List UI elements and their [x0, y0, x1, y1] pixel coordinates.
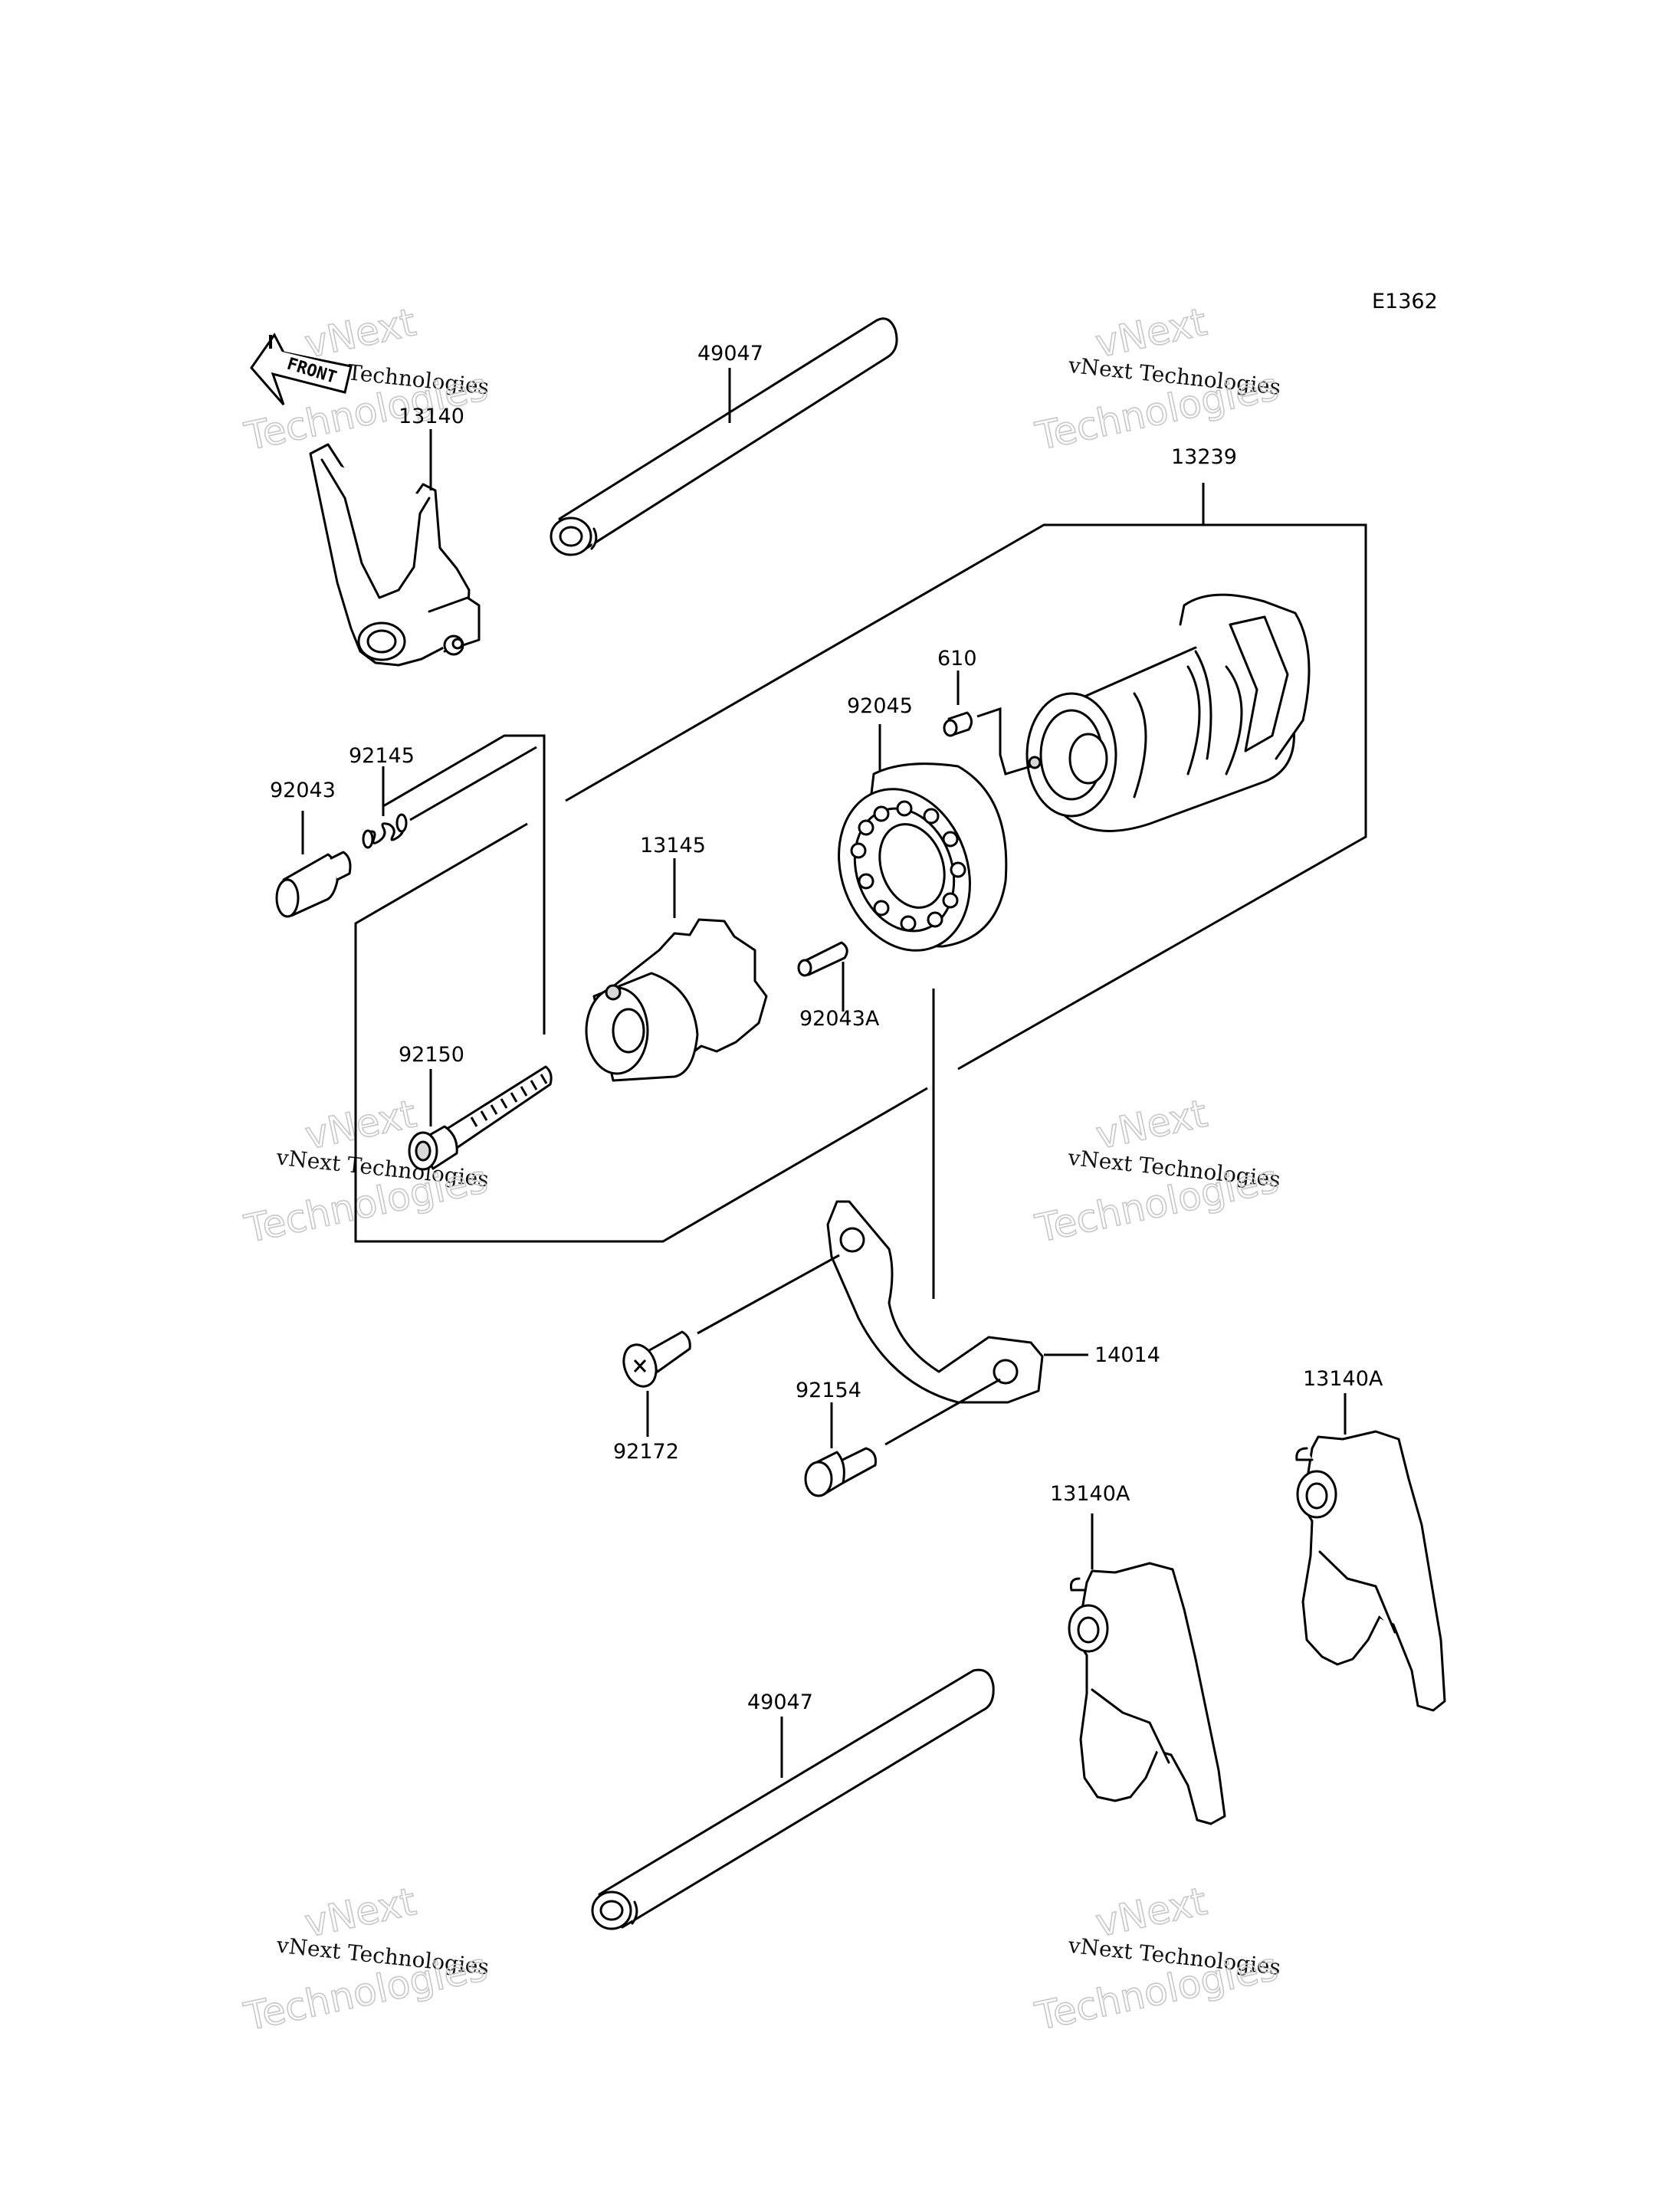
- callout-49047-bottom: 49047: [747, 1690, 813, 1714]
- watermark-bottom-left: vNext vNext Technologies Technologies: [240, 1879, 492, 2041]
- callout-13239: 13239: [1171, 445, 1237, 469]
- bearing-92045: [838, 762, 1008, 952]
- pin-610: [943, 711, 973, 737]
- shift-rod-49047-bottom: [591, 1668, 995, 1930]
- svg-text:vNext: vNext: [1092, 1091, 1211, 1158]
- watermark-top-right: vNext vNext Technologies Technologies: [1031, 299, 1283, 459]
- diagram-code: E1362: [1372, 290, 1438, 313]
- bolt-92154: [804, 1447, 877, 1497]
- shift-drum-13239: [1025, 593, 1311, 832]
- callout-92043a: 92043A: [799, 1007, 880, 1031]
- shift-rod-49047-top: [550, 317, 898, 556]
- callout-14014: 14014: [1094, 1343, 1160, 1367]
- callout-13140a-right: 13140A: [1303, 1367, 1383, 1391]
- assembly-frame-13145: [354, 822, 928, 1243]
- spring-92145: [362, 813, 408, 849]
- callout-92043: 92043: [270, 779, 336, 802]
- watermark-middle-left: vNext vNext Technologies Technologies: [240, 1090, 492, 1252]
- callout-92172: 92172: [613, 1440, 679, 1464]
- bolt-92150: [408, 1065, 553, 1171]
- shift-drum-cam-13145: [585, 918, 768, 1082]
- callout-49047-top: 49047: [697, 342, 763, 366]
- callout-92045: 92045: [847, 694, 913, 718]
- front-arrow-icon: FRONT: [250, 333, 353, 405]
- shift-fork-13140a-right: [1295, 1430, 1446, 1712]
- watermark-middle-right: vNext vNext Technologies Technologies: [1031, 1090, 1283, 1252]
- callout-92150: 92150: [399, 1043, 464, 1067]
- plunger-92043: [275, 851, 352, 918]
- pin-92043a: [797, 941, 848, 977]
- callout-13140a-mid: 13140A: [1050, 1482, 1130, 1506]
- screw-92172: [622, 1330, 691, 1388]
- shift-fork-13140a-mid: [1068, 1562, 1226, 1825]
- callout-610: 610: [937, 647, 977, 671]
- callout-92154: 92154: [796, 1379, 861, 1402]
- watermark-bottom-right: vNext vNext Technologies Technologies: [1031, 1878, 1283, 2040]
- watermark-top-left: vNext vNext Technologies Technologies: [240, 300, 492, 460]
- shift-fork-13140: [309, 443, 481, 667]
- callout-13145: 13145: [640, 834, 706, 857]
- holder-14014: [826, 1200, 1044, 1404]
- assembly-frame-13239: [382, 523, 1367, 1299]
- callout-92145: 92145: [349, 744, 415, 768]
- callout-13140: 13140: [399, 405, 464, 428]
- svg-text:vNext: vNext: [1092, 1879, 1211, 1946]
